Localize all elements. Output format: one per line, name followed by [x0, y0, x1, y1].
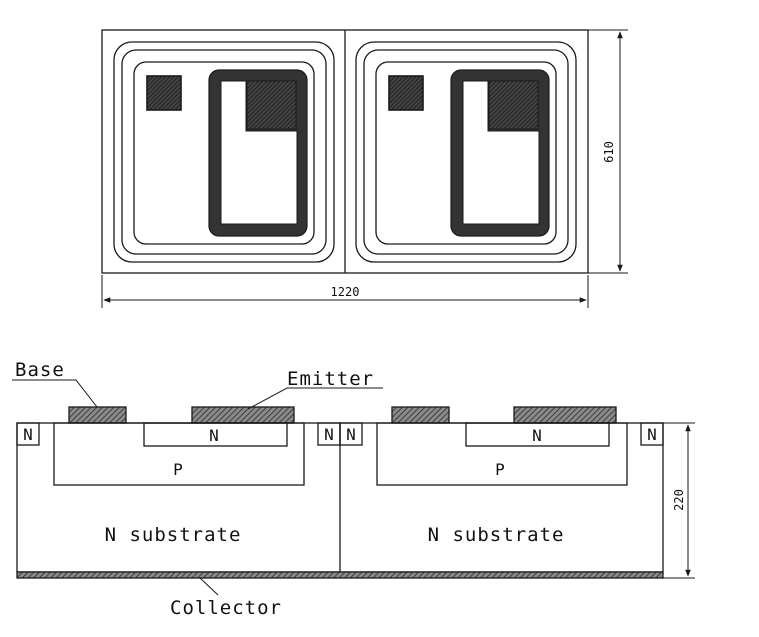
base-metal-right: [391, 406, 450, 424]
emitter-metal-left: [191, 406, 295, 424]
guard-ring-middle: [363, 49, 569, 255]
collector-label: Collector: [170, 597, 282, 619]
guard-ring-outer: [113, 41, 335, 263]
top-view: [101, 29, 628, 308]
guard-ring-inner: [133, 61, 315, 245]
n-emitter-left-label: N: [209, 426, 219, 445]
cross-section: [12, 379, 695, 596]
guard-ring-outer: [355, 41, 577, 263]
emitter-contact-pad: [488, 80, 539, 130]
top-cell-left: [113, 41, 335, 263]
n-emitter-right-label: N: [532, 426, 542, 445]
base-leader-line: [12, 379, 98, 408]
n-emitter-left: [143, 422, 288, 447]
height-dimension-value: 610: [602, 141, 616, 163]
guard-ring-middle: [121, 49, 327, 255]
n-edge-mid-right-label: N: [346, 425, 356, 444]
base-label: Base: [15, 359, 65, 381]
emitter-contact-pad: [246, 80, 297, 130]
n-edge-right: [640, 422, 664, 446]
emitter-window: [220, 80, 298, 225]
n-emitter-right: [465, 422, 610, 447]
top-cell-right: [355, 41, 577, 263]
emitter-metal-right: [513, 406, 617, 424]
n-edge-right-label: N: [647, 425, 657, 444]
substrate-right-label: N substrate: [428, 524, 565, 546]
n-edge-mid-right: [339, 422, 363, 446]
thickness-dimension: [663, 422, 695, 579]
emitter-leader-line: [247, 387, 383, 410]
n-edge-left: [16, 422, 40, 446]
emitter-window: [462, 80, 540, 225]
thickness-dimension-value: 220: [672, 489, 686, 511]
p-base-right-label: P: [495, 460, 505, 479]
n-edge-mid-left-label: N: [324, 425, 334, 444]
base-contact-pad: [388, 75, 424, 111]
n-edge-left-label: N: [23, 425, 33, 444]
height-dimension: [588, 29, 628, 274]
substrate-left-label: N substrate: [105, 524, 242, 546]
p-base-left-label: P: [173, 460, 183, 479]
emitter-label: Emitter: [287, 368, 374, 390]
width-dimension-value: 1220: [331, 285, 360, 299]
guard-ring-inner: [375, 61, 557, 245]
base-metal-left: [68, 406, 127, 424]
collector-metal: [16, 571, 664, 579]
base-contact-pad: [146, 75, 182, 111]
width-dimension: [101, 275, 589, 308]
collector-leader-line: [199, 577, 219, 596]
